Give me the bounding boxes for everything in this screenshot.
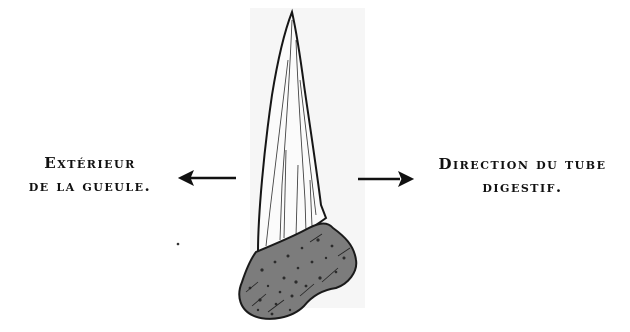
label-mouth-exterior-line1: Extérieur	[0, 152, 180, 175]
label-mouth-exterior: Extérieur de la gueule.	[0, 152, 180, 198]
label-mouth-exterior-line2: de la gueule.	[0, 175, 180, 198]
stray-dot	[177, 243, 180, 246]
arrow-left-icon	[179, 171, 236, 185]
label-digestive-direction: Direction du tube digestif.	[425, 153, 620, 199]
label-digestive-direction-line2: digestif.	[425, 176, 620, 199]
arrow-right-icon	[358, 172, 413, 186]
label-digestive-direction-line1: Direction du tube	[425, 153, 620, 176]
